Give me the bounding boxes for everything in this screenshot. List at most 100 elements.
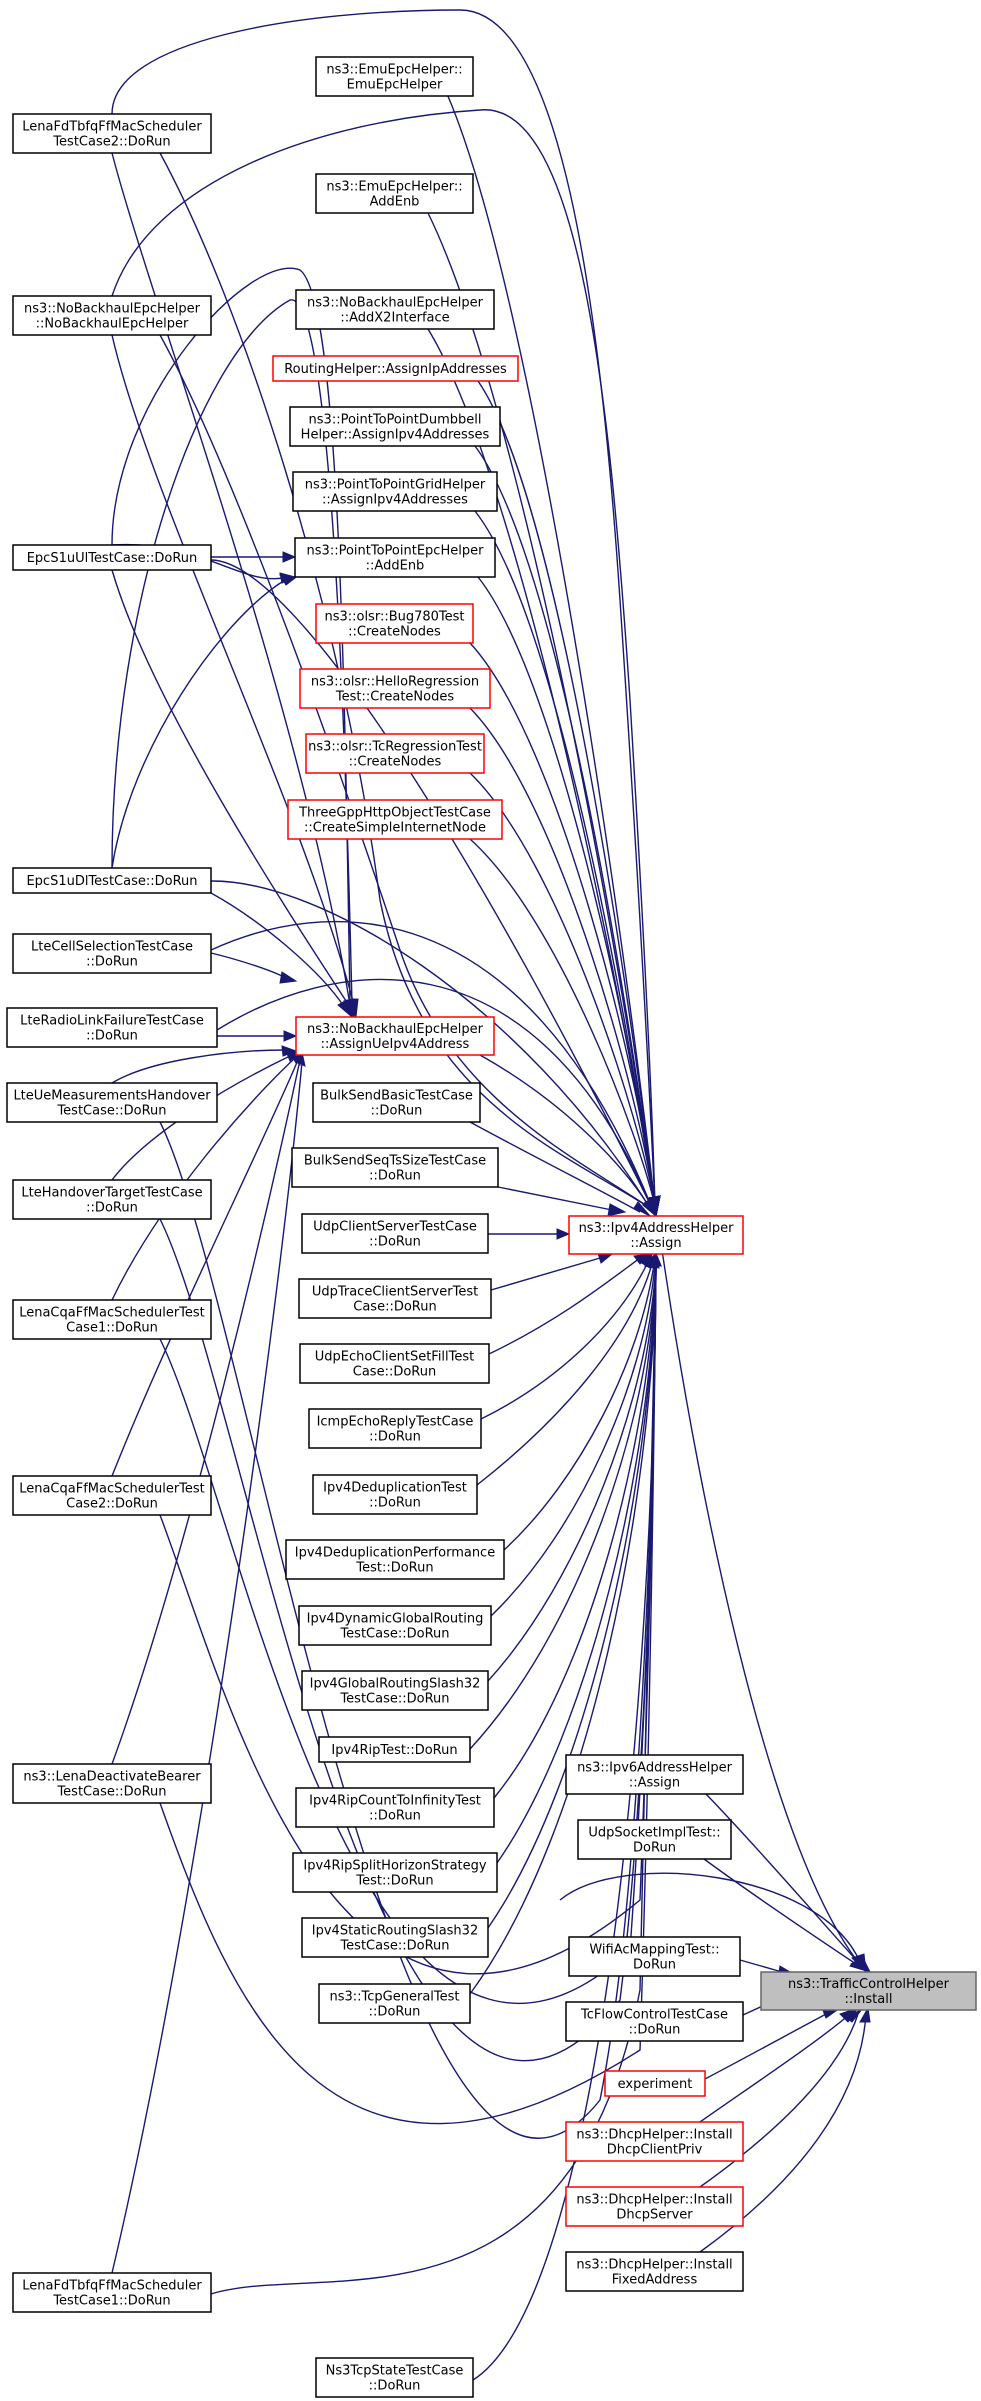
node-box (315, 56, 474, 97)
node-box (289, 406, 501, 447)
node-label: UdpTraceClientServerTest (312, 1285, 478, 1300)
node-label: ns3::PointToPointDumbbell (309, 413, 482, 428)
node-olsrtc[interactable]: ns3::olsr::TcRegressionTest::CreateNodes (305, 733, 485, 774)
arrowhead-icon (846, 2007, 864, 2023)
call-edge-line (704, 2011, 831, 2080)
node-wifiac[interactable]: WifiAcMappingTest::DoRun (568, 1936, 741, 1977)
node-nobhelper[interactable]: ns3::NoBackhaulEpcHelper::NoBackhaulEpcH… (12, 295, 212, 336)
call-edge-line (111, 1049, 286, 1084)
node-box (565, 1754, 744, 1795)
node-olsrbug[interactable]: ns3::olsr::Bug780Test::CreateNodes (315, 603, 474, 644)
node-label: ::CreateNodes (348, 625, 441, 640)
node-label: Ipv4RipSplitHorizonStrategy (303, 1859, 486, 1874)
node-label: TestCase2::DoRun (52, 135, 170, 150)
node-label: Ipv4RipCountToInfinityTest (309, 1794, 481, 1809)
arrowhead-icon (283, 1030, 298, 1042)
node-ipv4ripinf[interactable]: Ipv4RipCountToInfinityTest::DoRun (295, 1787, 495, 1828)
node-emuaddenb[interactable]: ns3::EmuEpcHelper::AddEnb (315, 173, 474, 214)
call-edge-line (656, 1215, 859, 1963)
node-udpcs[interactable]: UdpClientServerTestCase::DoRun (301, 1213, 489, 1254)
call-edge-line (111, 569, 351, 1008)
node-bulkseq[interactable]: BulkSendSeqTsSizeTestCase::DoRun (291, 1147, 499, 1188)
call-edge-line (487, 1263, 657, 1929)
node-assignue[interactable]: ns3::NoBackhaulEpcHelper::AssignUeIpv4Ad… (295, 1016, 495, 1056)
call-edge-line (699, 2013, 851, 2123)
node-emuhelper[interactable]: ns3::EmuEpcHelper::EmuEpcHelper (315, 56, 474, 97)
node-ns3tcp[interactable]: Ns3TcpStateTestCase::DoRun (315, 2357, 474, 2398)
node-ipv6[interactable]: ns3::Ipv6AddressHelper::Assign (565, 1754, 744, 1795)
node-box (294, 537, 496, 578)
call-edge-line (111, 1059, 301, 1765)
node-bulkbasic[interactable]: BulkSendBasicTestCase::DoRun (312, 1082, 481, 1123)
call-edge (111, 574, 297, 869)
node-p2penb[interactable]: ns3::PointToPointEpcHelper::AddEnb (294, 537, 496, 578)
call-edge (488, 1228, 571, 1240)
node-label: LenaCqaFfMacSchedulerTest (19, 1306, 205, 1321)
node-epcdl[interactable]: EpcS1uDlTestCase::DoRun (12, 867, 212, 894)
node-udpsock[interactable]: UdpSocketImplTest::DoRun (577, 1819, 732, 1860)
node-label: experiment (618, 2077, 693, 2092)
node-root[interactable]: ns3::TrafficControlHelper::Install (760, 1971, 977, 2011)
node-threegpp[interactable]: ThreeGppHttpObjectTestCase::CreateSimple… (287, 799, 503, 840)
node-label: DhcpClientPriv (607, 2143, 703, 2158)
node-label: DoRun (633, 1841, 676, 1856)
node-label: ::CreateNodes (349, 755, 442, 770)
node-assign[interactable]: ns3::Ipv4AddressHelper::Assign (568, 1215, 744, 1255)
node-nobx2[interactable]: ns3::NoBackhaulEpcHelper::AddX2Interface (295, 289, 495, 330)
node-label: TestCase::DoRun (339, 1692, 449, 1707)
node-label: ::DoRun (369, 1430, 421, 1445)
node-label: ::Assign (630, 1236, 681, 1251)
node-label: TestCase::DoRun (56, 1104, 166, 1119)
node-label: BulkSendBasicTestCase (320, 1089, 473, 1104)
node-icmp[interactable]: IcmpEchoReplyTestCase::DoRun (308, 1408, 482, 1449)
node-olsrhello[interactable]: ns3::olsr::HelloRegressionTest::CreateNo… (299, 668, 491, 709)
node-p2pdumb[interactable]: ns3::PointToPointDumbbellHelper::AssignI… (289, 406, 501, 447)
node-tcpgen[interactable]: ns3::TcpGeneralTest::DoRun (318, 1983, 471, 2024)
node-p2pgrid[interactable]: ns3::PointToPointGridHelper::AssignIpv4A… (292, 471, 498, 512)
node-label: LteCellSelectionTestCase (31, 940, 193, 955)
node-label: TcFlowControlTestCase (580, 2008, 728, 2023)
node-label: ::AddX2Interface (340, 311, 449, 326)
node-tcflow[interactable]: TcFlowControlTestCase::DoRun (565, 2001, 744, 2042)
node-box (298, 1278, 492, 1319)
node-label: TestCase1::DoRun (52, 2294, 170, 2309)
node-label: Helper::AssignIpv4Addresses (301, 428, 490, 443)
node-ltehand[interactable]: LteHandoverTargetTestCase::DoRun (12, 1179, 212, 1220)
node-ltecell[interactable]: LteCellSelectionTestCase::DoRun (12, 933, 212, 974)
call-edge-line (210, 880, 651, 1209)
node-lteradio[interactable]: LteRadioLinkFailureTestCase::DoRun (6, 1007, 218, 1048)
node-ipv4rip[interactable]: Ipv4RipTest::DoRun (318, 1736, 471, 1763)
node-label: TestCase::DoRun (56, 1785, 166, 1800)
arrowhead-icon (859, 2006, 871, 2023)
node-routing[interactable]: RoutingHelper::AssignIpAddresses (272, 355, 519, 382)
node-epcul[interactable]: EpcS1uUlTestCase::DoRun (12, 544, 212, 571)
node-label: ns3::NoBackhaulEpcHelper (307, 1022, 484, 1037)
node-experiment[interactable]: experiment (604, 2070, 706, 2097)
node-ipv4dedup[interactable]: Ipv4DeduplicationTest::DoRun (312, 1474, 478, 1515)
node-label: ns3::olsr::HelloRegression (311, 675, 479, 690)
arrowhead-icon (851, 1953, 867, 1974)
call-edge (111, 1045, 298, 1084)
call-edge-line (111, 1057, 296, 1301)
node-label: ThreeGppHttpObjectTestCase (298, 806, 491, 821)
node-box (565, 2001, 744, 2042)
arrowhead-icon (607, 1203, 627, 1217)
node-label: ::AssignUeIpv4Address (321, 1037, 470, 1052)
node-label: ns3::TcpGeneralTest (329, 1990, 459, 2005)
